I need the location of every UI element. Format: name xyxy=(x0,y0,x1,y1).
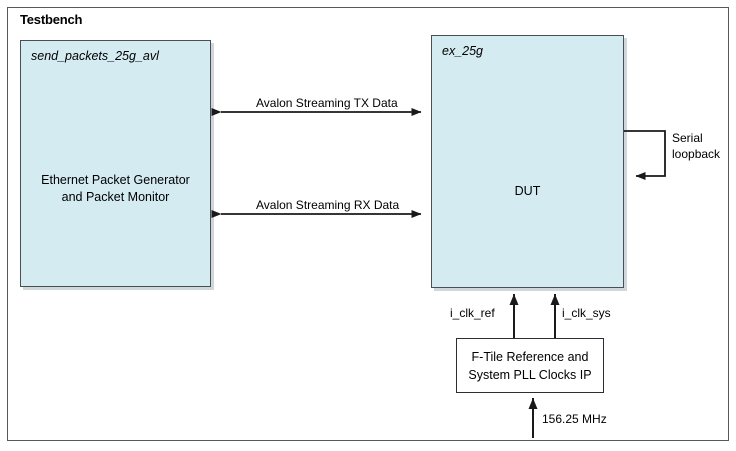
block-dut-body-line1: DUT xyxy=(514,184,541,198)
block-pll-clocks-ip[interactable]: F-Tile Reference and System PLL Clocks I… xyxy=(456,338,604,393)
wire-clk-sys-label: i_clk_sys xyxy=(562,306,611,320)
block-pll-clocks-ip-line1: F-Tile Reference and xyxy=(471,350,589,364)
block-send-packets[interactable]: send_packets_25g_avl Ethernet Packet Gen… xyxy=(20,40,211,287)
block-pll-clocks-ip-label: F-Tile Reference and System PLL Clocks I… xyxy=(457,348,603,384)
block-send-packets-body-line1: Ethernet Packet Generator xyxy=(41,173,190,187)
wire-serial-loopback-label-line2: loopback xyxy=(672,147,721,161)
wire-rx-label: Avalon Streaming RX Data xyxy=(256,198,400,212)
wire-ref-clock-label: 156.25 MHz xyxy=(542,412,607,426)
wire-serial-loopback-label-line1: Serial xyxy=(672,131,703,145)
block-dut[interactable]: ex_25g DUT xyxy=(431,35,624,288)
block-dut-body: DUT xyxy=(432,183,623,200)
block-send-packets-tag: send_packets_25g_avl xyxy=(31,49,159,63)
block-pll-clocks-ip-line2: System PLL Clocks IP xyxy=(468,368,592,382)
wire-tx-label: Avalon Streaming TX Data xyxy=(256,96,398,110)
wire-clk-ref-label: i_clk_ref xyxy=(450,306,495,320)
block-dut-tag: ex_25g xyxy=(442,44,484,58)
block-send-packets-body: Ethernet Packet Generator and Packet Mon… xyxy=(21,172,210,206)
wire-serial-loopback-label: Serial loopback xyxy=(672,130,720,162)
block-send-packets-body-line2: and Packet Monitor xyxy=(61,190,170,204)
testbench-title: Testbench xyxy=(20,12,83,27)
